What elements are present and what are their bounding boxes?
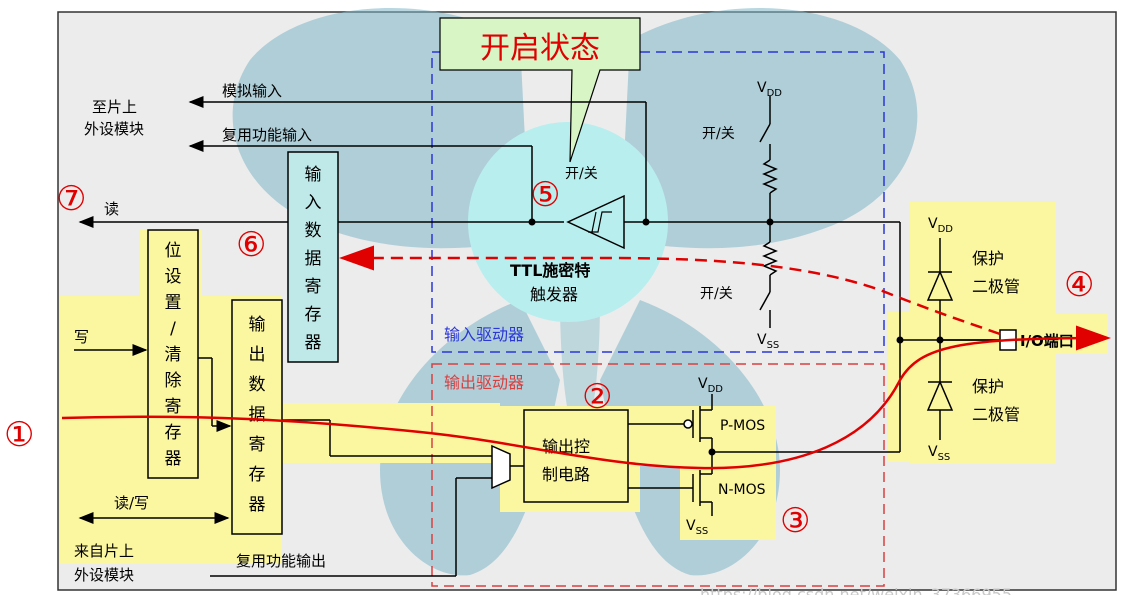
output-driver-label: 输出驱动器 xyxy=(444,373,524,392)
vdd-diode: VDD xyxy=(928,216,953,235)
switch-top-label: 开/关 xyxy=(702,126,735,142)
vss-top: VSS xyxy=(757,332,779,351)
bit_set-char: 清 xyxy=(165,345,182,365)
output_data-char: 输 xyxy=(249,315,266,335)
bit_set-char: 存 xyxy=(165,423,182,443)
input_data-char: 据 xyxy=(305,249,322,269)
vdd-pmos: VDD xyxy=(698,376,723,395)
input_data-char: 寄 xyxy=(305,277,322,297)
read-label: 读 xyxy=(104,200,119,218)
alt-input-label: 复用功能输入 xyxy=(222,126,312,144)
output-driver-box xyxy=(431,363,885,587)
switch-bottom-label: 开/关 xyxy=(700,286,733,302)
input_data-char: 入 xyxy=(305,193,322,213)
vss-diode: VSS xyxy=(928,444,950,463)
marker-5: ⑤ xyxy=(530,175,560,215)
output_data-char: 寄 xyxy=(249,435,266,455)
watermark-url: https://blog.csdn.net/weixin_37366955 xyxy=(700,585,1012,595)
input_data-char: 输 xyxy=(305,165,322,185)
marker-2: ② xyxy=(582,377,612,417)
protect-top-label-1: 保护 xyxy=(972,249,1004,268)
from-periph-label-1: 来自片上 xyxy=(74,542,134,560)
output_data-char: 数 xyxy=(249,375,266,395)
output-ctrl-label-2: 制电路 xyxy=(542,465,590,484)
to-periph-label-2: 外设模块 xyxy=(84,120,144,138)
vss-nmos: VSS xyxy=(686,518,708,537)
write-label: 写 xyxy=(74,328,89,346)
schmitt-label-2: 触发器 xyxy=(530,285,578,304)
bit_set-char: 设 xyxy=(165,267,182,287)
schmitt-label-1: TTL施密特 xyxy=(510,261,590,280)
to-periph-label-1: 至片上 xyxy=(92,98,137,116)
pmos-label: P-MOS xyxy=(720,418,765,434)
callout-text: 开启状态 xyxy=(480,31,600,66)
register-wires xyxy=(74,344,524,577)
schmitt-switch-label: 开/关 xyxy=(565,166,598,182)
bit_set-char: 器 xyxy=(165,449,182,469)
marker-4: ④ xyxy=(1064,265,1094,305)
input_data-char: 数 xyxy=(305,221,322,241)
input_data-char: 存 xyxy=(305,305,322,325)
protect-bot-label-2: 二极管 xyxy=(972,405,1020,424)
output-signal-path xyxy=(61,325,1111,470)
marker-1: ① xyxy=(4,415,34,455)
output_data-char: 据 xyxy=(249,405,266,425)
marker-7: ⑦ xyxy=(56,179,86,219)
from-periph-label-2: 外设模块 xyxy=(74,566,134,584)
output_data-char: 出 xyxy=(249,345,266,365)
marker-3: ③ xyxy=(780,501,810,541)
bit_set-char: 位 xyxy=(165,241,182,261)
bit_set-char: 置 xyxy=(165,293,182,313)
analog-input-label: 模拟输入 xyxy=(222,82,282,100)
nmos-label: N-MOS xyxy=(718,482,766,498)
bit_set-char: / xyxy=(170,319,176,339)
bit_set-char: 寄 xyxy=(165,397,182,417)
output-control-circuit: 输出控 制电路 xyxy=(523,409,629,503)
output_data-char: 器 xyxy=(249,495,266,515)
protect-top-label-2: 二极管 xyxy=(972,277,1020,296)
output_data-char: 存 xyxy=(249,465,266,485)
vdd-top: VDD xyxy=(757,80,782,99)
input-driver-box xyxy=(431,51,885,353)
read-write-label: 读/写 xyxy=(114,494,149,512)
io-port-label: I/O端口 xyxy=(1020,332,1074,350)
schmitt-trigger-symbol xyxy=(566,194,625,250)
input-signal-path xyxy=(339,245,1001,336)
mos-transistors xyxy=(628,394,900,516)
marker-6: ⑥ xyxy=(236,225,266,265)
protect-bot-label-1: 保护 xyxy=(972,377,1004,396)
input_data-char: 器 xyxy=(305,333,322,353)
open-state-callout: 开启状态 xyxy=(439,17,641,163)
input-driver-label: 输入驱动器 xyxy=(444,325,524,344)
alt-output-label: 复用功能输出 xyxy=(236,552,326,570)
mux-symbol xyxy=(491,444,511,490)
step-markers: ① ② ③ ④ ⑤ ⑥ ⑦ xyxy=(4,175,1094,541)
bit_set-char: 除 xyxy=(165,371,182,391)
